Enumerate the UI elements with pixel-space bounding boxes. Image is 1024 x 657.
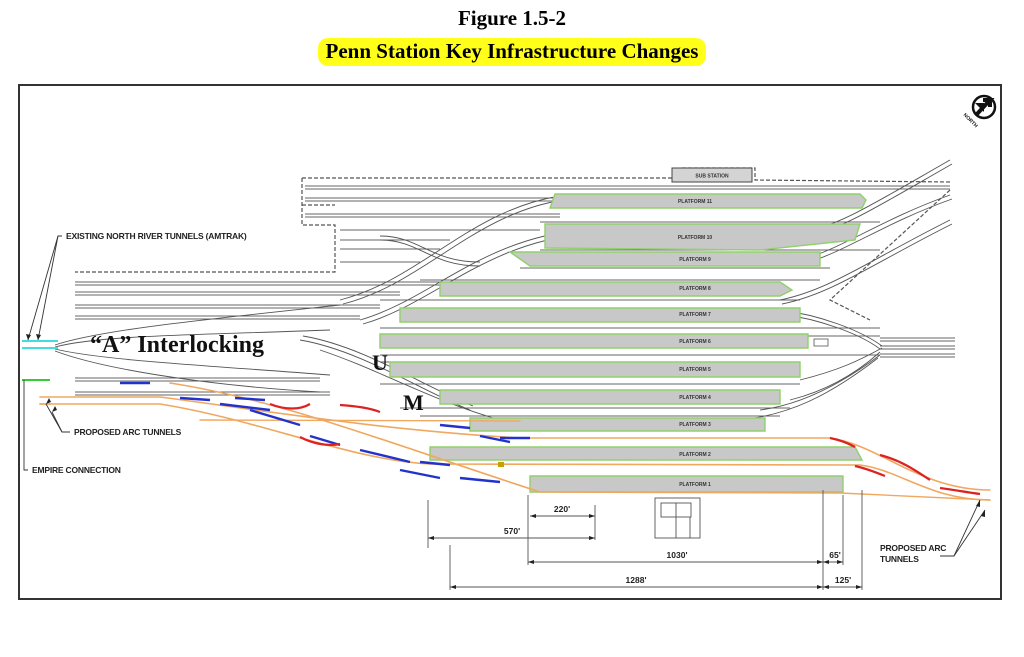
platform-label: PLATFORM 4 xyxy=(679,395,711,401)
structure-outline xyxy=(75,167,951,321)
figure-title: Penn Station Key Infrastructure Changes xyxy=(317,38,707,66)
figure-number: Figure 1.5-2 xyxy=(457,6,567,30)
dimension-1030: 1030' xyxy=(667,550,688,560)
platform-label: PLATFORM 10 xyxy=(678,235,713,241)
diagram-frame xyxy=(18,84,1002,600)
sub-station-label: SUB STATION xyxy=(695,174,729,180)
platform-label: PLATFORM 2 xyxy=(679,452,711,458)
building-structure xyxy=(654,497,701,539)
proposed-arc-tunnels-label-right-1: PROPOSED ARC xyxy=(880,543,946,553)
north-arrow-icon: NORTH xyxy=(962,94,997,129)
new-switches-blue xyxy=(120,381,530,484)
platform-label: PLATFORM 9 xyxy=(679,257,711,263)
platform-5 xyxy=(389,361,801,378)
platform-label: PLATFORM 5 xyxy=(679,367,711,373)
platform-6-structure xyxy=(813,338,829,347)
figure-title-wrap: Penn Station Key Infrastructure Changes xyxy=(0,38,1024,66)
empire-connection-label: EMPIRE CONNECTION xyxy=(32,465,121,475)
callout-arrowheads xyxy=(26,334,985,517)
platform-2 xyxy=(429,446,864,461)
platform-label: PLATFORM 6 xyxy=(679,339,711,345)
switch-marker xyxy=(498,462,504,467)
platform-label: PLATFORM 8 xyxy=(679,286,711,292)
tunnel-portals xyxy=(22,340,58,381)
dimension-570: 570' xyxy=(504,526,520,536)
proposed-arc-tunnels-label-right-2: TUNNELS xyxy=(880,554,919,564)
platform-11 xyxy=(549,193,867,209)
dimension-1288: 1288' xyxy=(626,575,647,585)
proposed-arc-tunnels-label-left: PROPOSED ARC TUNNELS xyxy=(74,427,182,437)
platform-label: PLATFORM 3 xyxy=(679,422,711,428)
dimension-65: 65' xyxy=(829,550,840,560)
platform-4 xyxy=(439,389,781,405)
new-curves-red xyxy=(269,402,981,496)
platform-7 xyxy=(399,307,801,323)
north-river-tunnels xyxy=(22,340,58,349)
platform-3 xyxy=(469,417,766,432)
interlocking-label: “A” Interlocking xyxy=(90,332,264,358)
platform-labels: PLATFORM 11 PLATFORM 10 PLATFORM 9 PLATF… xyxy=(678,199,713,488)
dimension-125: 125' xyxy=(835,575,851,585)
platform-8 xyxy=(439,281,794,297)
dimension-lines xyxy=(427,490,863,590)
platform-6 xyxy=(379,333,809,349)
dimension-arrowheads xyxy=(428,514,862,589)
sub-station: SUB STATION xyxy=(671,167,753,183)
platform-label: PLATFORM 1 xyxy=(679,482,711,488)
platforms xyxy=(379,193,867,493)
callout-leaders xyxy=(23,235,986,557)
marker-m: M xyxy=(403,390,424,415)
platform-label: PLATFORM 11 xyxy=(678,199,712,205)
platform-9 xyxy=(507,251,821,267)
existing-tunnels-label: EXISTING NORTH RIVER TUNNELS (AMTRAK) xyxy=(66,231,247,241)
platform-1 xyxy=(529,475,844,493)
platform-label: PLATFORM 7 xyxy=(679,312,711,318)
marker-u: U xyxy=(372,350,388,375)
dimension-220: 220' xyxy=(554,504,570,514)
platform-10 xyxy=(544,223,861,251)
